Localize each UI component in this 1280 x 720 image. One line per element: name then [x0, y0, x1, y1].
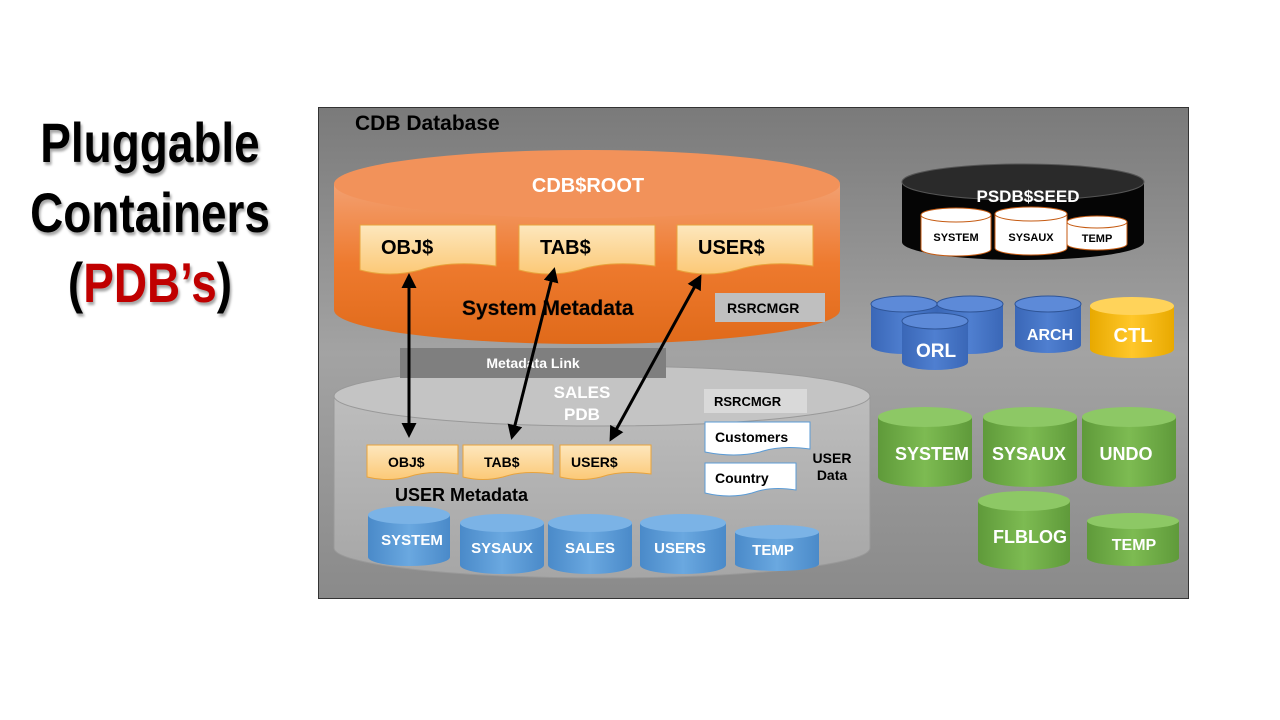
root-datafile-flblog-label: FLBLOG [993, 527, 1067, 547]
user-data-label-2: Data [817, 467, 848, 483]
pdb-datafile-system: SYSTEM [368, 506, 450, 566]
seed-datafile-system-label: SYSTEM [933, 232, 978, 244]
slide-title: Pluggable Containers (PDB’s) [27, 108, 273, 318]
pdb-datafile-users: USERS [640, 514, 726, 574]
title-line-3: (PDB’s) [27, 248, 273, 318]
sales-pdb-label-1: SALES [554, 383, 611, 402]
pdb-datafile-sysaux: SYSAUX [460, 514, 544, 574]
cdb-root-cylinder [334, 150, 840, 344]
arrow-user [609, 274, 702, 442]
sales-pdb-label-2: PDB [564, 405, 600, 424]
cdb-root-label: CDB$ROOT [532, 175, 644, 197]
root-datafile-system: SYSTEM [878, 407, 972, 487]
root-table-obj-label: OBJ$ [381, 237, 433, 259]
user-metadata-label: USER Metadata [395, 485, 529, 505]
pdb-table-tab: TAB$ [462, 444, 554, 480]
pdb-datafile-system-label: SYSTEM [381, 532, 443, 549]
user-data-country-label: Country [715, 470, 769, 486]
root-table-user: USER$ [676, 224, 814, 275]
orl-label: ORL [916, 341, 957, 362]
orl-cylinders [870, 295, 1004, 370]
title-pdb: PDB’s [83, 251, 217, 314]
pdb-datafile-users-label: USERS [654, 540, 706, 557]
user-data-country: Country [704, 462, 797, 497]
pdb-rsrcmgr-label: RSRCMGR [714, 394, 782, 409]
arrow-tab [507, 267, 559, 440]
seed-datafile-temp: TEMP [1066, 215, 1128, 251]
title-line-2: Containers [30, 181, 270, 244]
seed-datafile-sysaux-label: SYSAUX [1008, 232, 1054, 244]
root-datafile-temp-label: TEMP [1112, 537, 1157, 554]
title-line-1: Pluggable [40, 111, 260, 174]
arch-cylinder [1014, 295, 1082, 353]
ctl-label: CTL [1114, 325, 1153, 347]
user-data-customers: Customers [704, 421, 811, 456]
root-datafile-sysaux-label: SYSAUX [992, 444, 1066, 464]
seed-label: PSDB$SEED [977, 187, 1080, 206]
root-datafile-system-label: SYSTEM [895, 444, 969, 464]
user-data-label-1: USER [813, 450, 852, 466]
root-table-tab-label: TAB$ [540, 237, 591, 259]
root-rsrcmgr-label: RSRCMGR [727, 300, 799, 316]
root-datafile-undo-label: UNDO [1100, 444, 1153, 464]
seed-datafile-temp-label: TEMP [1082, 233, 1113, 245]
pdb-rsrcmgr-box [704, 389, 807, 413]
pdb-table-user: USER$ [559, 444, 652, 480]
root-table-obj: OBJ$ [359, 224, 497, 275]
pdb-datafile-sales-label: SALES [565, 540, 615, 557]
title-close-paren: ) [216, 251, 233, 314]
metadata-arrows [401, 267, 702, 442]
root-datafile-sysaux: SYSAUX [983, 407, 1077, 487]
root-datafile-temp: TEMP [1087, 513, 1179, 566]
pdb-table-tab-label: TAB$ [484, 454, 520, 470]
seed-datafile-sysaux: SYSAUX [994, 206, 1068, 256]
arch-label: ARCH [1027, 327, 1073, 344]
pdb-datafile-sales: SALES [548, 514, 632, 574]
pdb-table-obj: OBJ$ [366, 444, 459, 480]
seed-datafile-system: SYSTEM [920, 207, 992, 257]
user-data-customers-label: Customers [715, 429, 788, 445]
root-datafile-undo: UNDO [1082, 407, 1176, 487]
pdb-table-obj-label: OBJ$ [388, 454, 425, 470]
system-metadata-label: System Metadata [462, 297, 634, 320]
ctl-cylinder [1090, 297, 1174, 358]
title-open-paren: ( [67, 251, 84, 314]
pdb-datafile-temp: TEMP [735, 525, 819, 571]
cdb-label: CDB Database [355, 112, 500, 135]
pdb-datafile-sysaux-label: SYSAUX [471, 540, 533, 557]
pdb-table-user-label: USER$ [571, 454, 618, 470]
root-datafile-flblog: FLBLOG [978, 491, 1070, 570]
root-rsrcmgr-box [715, 293, 825, 322]
pdb-datafile-temp-label: TEMP [752, 542, 794, 559]
root-table-user-label: USER$ [698, 237, 765, 259]
